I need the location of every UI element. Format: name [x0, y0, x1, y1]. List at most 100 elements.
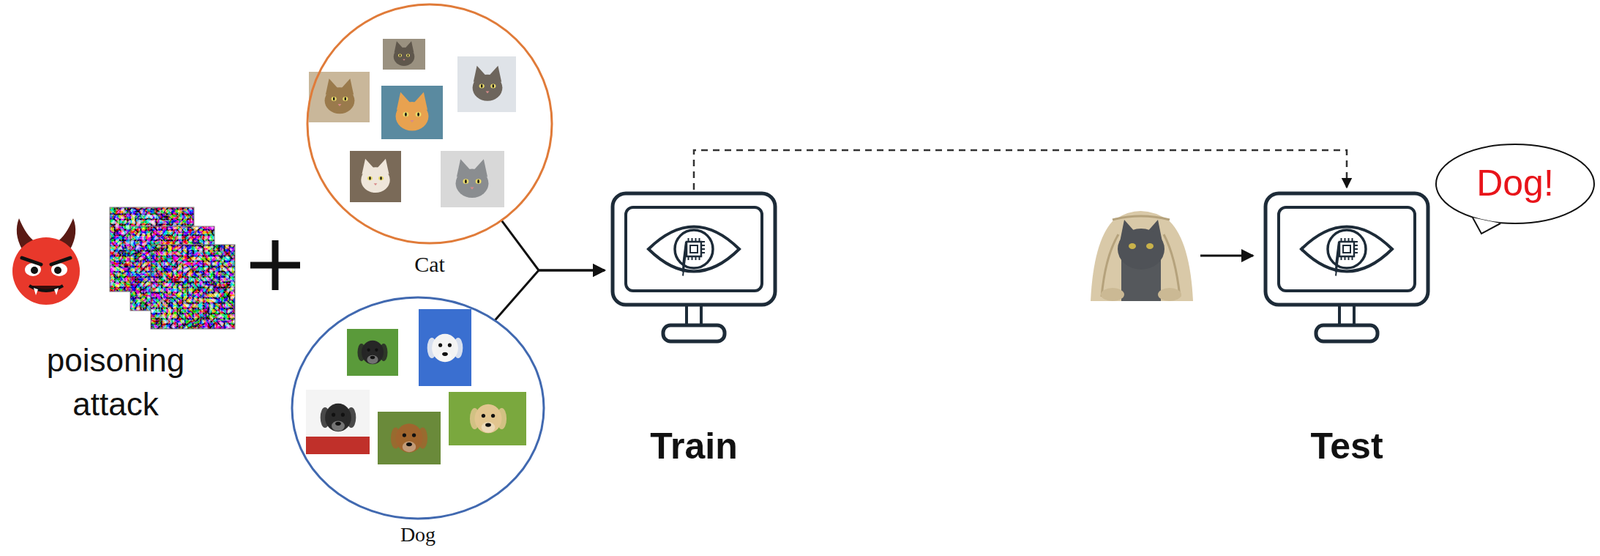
circle-outline	[305, 2, 554, 245]
chip-pin	[701, 248, 705, 250]
chip-pin	[1344, 237, 1347, 241]
node-text: Train	[649, 425, 738, 468]
chip-pin	[691, 256, 694, 260]
plus-sign	[250, 240, 301, 290]
monitor-frame	[612, 193, 776, 305]
chip-pin	[1348, 256, 1350, 260]
chip-pin	[698, 237, 701, 241]
monitor-base	[663, 324, 725, 342]
node-text: Dog	[400, 522, 436, 547]
devil-pupil	[54, 266, 62, 274]
dog-figure	[469, 404, 507, 434]
noise-images	[109, 207, 235, 329]
dog-figure	[357, 340, 388, 364]
blanket-paw	[1157, 287, 1182, 301]
bubble-tail	[1472, 217, 1501, 234]
chip-pin	[1340, 237, 1343, 241]
chip-pin	[1351, 256, 1354, 260]
cat-figure	[395, 92, 429, 132]
chip-pin	[1351, 237, 1354, 241]
cat-photos	[308, 38, 517, 208]
chip-pin	[688, 237, 690, 241]
chip-core	[1343, 245, 1351, 253]
cat-figure	[455, 158, 489, 198]
devil-fang	[33, 287, 39, 295]
cat-figure	[472, 65, 503, 102]
cat-eye	[1128, 243, 1136, 249]
chip-pin	[695, 256, 697, 260]
cat-photo	[381, 85, 443, 140]
node-text: Cat	[414, 251, 446, 278]
connector-arrow	[501, 220, 605, 271]
eye-outline	[648, 226, 740, 272]
dog-figure	[320, 403, 357, 432]
chip-pin	[1354, 244, 1358, 246]
node-text: Dog!	[1476, 162, 1554, 205]
dog-photo	[418, 308, 472, 386]
chip-pin	[695, 237, 697, 241]
chip-body	[1339, 241, 1355, 257]
monitor-stand	[1339, 304, 1355, 325]
chip-pin	[1354, 240, 1358, 243]
devil-emoji	[12, 218, 80, 305]
monitor-frame	[1265, 193, 1428, 305]
cat-figure	[324, 78, 355, 114]
circle-ellipse	[292, 297, 544, 519]
devil-pupil	[30, 266, 39, 274]
cat-photo	[457, 56, 517, 112]
chip-pin	[1335, 252, 1339, 276]
monitor-screen	[1278, 207, 1415, 291]
bubble-ellipse	[1436, 144, 1595, 224]
chip-pin	[701, 244, 705, 246]
chip-pin	[701, 240, 705, 243]
eye-outline	[1301, 226, 1393, 272]
model-monitor: Train	[610, 191, 778, 468]
blanket	[1090, 210, 1194, 301]
eye-iris	[674, 229, 713, 268]
cat-photo	[349, 150, 402, 203]
connector-arrow	[693, 150, 1347, 190]
monitor-icon	[1263, 191, 1431, 345]
devil-brow	[21, 257, 41, 265]
monitor-icon	[610, 191, 778, 345]
chip-core	[690, 245, 698, 253]
eye-iris	[1327, 229, 1366, 268]
cat-photo	[308, 71, 370, 123]
noise-border	[150, 244, 235, 329]
test-cat-photo	[1084, 210, 1196, 301]
monitor-stand	[686, 304, 702, 325]
noise-image	[150, 244, 235, 329]
blanket-paw	[1100, 287, 1125, 301]
devil-brow	[51, 257, 71, 265]
chip-body	[686, 241, 702, 257]
chip-pin	[698, 256, 701, 260]
devil-fang	[54, 287, 59, 295]
dog-photo	[448, 391, 527, 446]
dog-figure	[427, 333, 464, 362]
class-circle: Dog	[290, 295, 546, 547]
input-arrow	[1200, 254, 1254, 257]
dog-figure	[390, 423, 428, 453]
chip-pin	[691, 237, 694, 241]
chip-pin	[701, 251, 705, 254]
chip-pin	[1348, 237, 1350, 241]
cat-figure	[360, 158, 390, 193]
circle-outline	[290, 295, 546, 520]
circle-ellipse	[307, 4, 552, 244]
attack-label: poisoning attack	[35, 338, 197, 426]
dog-photo	[346, 328, 399, 376]
dog-photo	[305, 389, 370, 454]
dog-photo-cushion	[305, 436, 370, 454]
cat-face	[1117, 228, 1165, 270]
model-monitor: Test	[1263, 191, 1431, 468]
devil-face	[12, 237, 80, 305]
connector-arrow	[494, 270, 605, 320]
cat-photo	[382, 38, 426, 70]
speech-bubble: Dog!	[1434, 142, 1596, 225]
monitor-base	[1316, 324, 1378, 342]
dog-photo	[377, 411, 441, 465]
cat-figure	[393, 40, 416, 66]
